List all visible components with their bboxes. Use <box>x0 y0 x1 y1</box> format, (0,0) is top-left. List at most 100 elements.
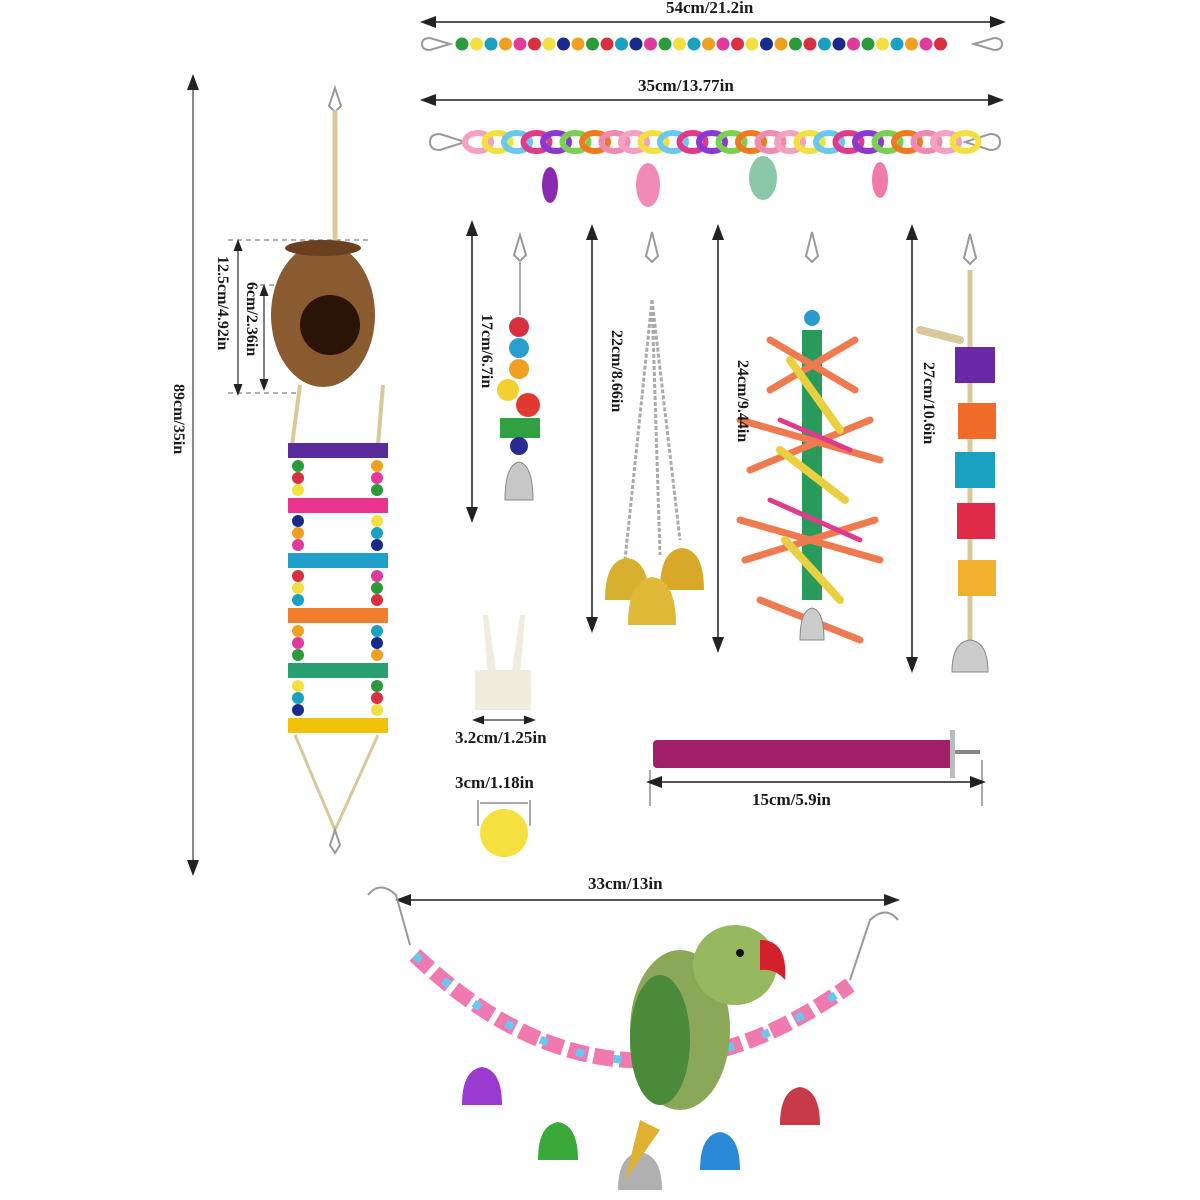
bead <box>861 37 875 51</box>
bead <box>818 37 831 51</box>
bead <box>847 37 860 51</box>
dimension-label-wood-block: 27cm/10.6in <box>920 362 937 445</box>
bell-icon <box>462 1067 502 1105</box>
chain-link <box>637 130 670 154</box>
chain-link <box>832 130 865 154</box>
coconut-hut-ladder <box>187 74 388 876</box>
charm <box>872 162 888 198</box>
dimension-label-hut-ladder: 89cm/35in <box>170 384 187 455</box>
bell-icon <box>504 461 534 501</box>
ladder-bead <box>371 484 383 496</box>
ladder-bead <box>292 594 304 606</box>
chain-link <box>813 130 845 154</box>
chain-with-charms <box>420 94 1004 207</box>
ladder-bead <box>292 680 304 692</box>
ladder-bead <box>292 704 304 716</box>
ladder-rung <box>288 553 388 568</box>
bead <box>470 37 483 51</box>
clip-icon <box>428 132 469 152</box>
ladder-bead <box>292 637 304 649</box>
chain-link <box>754 130 787 154</box>
bead <box>455 37 469 51</box>
bead-swing <box>420 16 1006 52</box>
perch-shape <box>653 740 953 768</box>
dimension-label-hut-opening: 6cm/2.36in <box>243 282 260 357</box>
clip-icon <box>512 231 528 263</box>
chain-link <box>852 130 884 154</box>
ladder-rung <box>288 443 388 458</box>
chain-link <box>481 130 514 154</box>
chain-link <box>891 130 923 154</box>
bead <box>615 37 628 51</box>
cuttlebone-holder <box>472 615 536 725</box>
clip-icon <box>420 36 454 52</box>
ladder-bead <box>371 460 383 472</box>
clip-icon <box>367 886 411 946</box>
clip-icon <box>328 826 342 855</box>
ladder-bead <box>371 704 383 716</box>
clip-icon <box>962 233 978 266</box>
ladder-bead <box>292 472 304 484</box>
dimension-label-bead-bell: 17cm/6.7in <box>478 314 495 389</box>
dimension-label-hut-height: 12.5cm/4.92in <box>214 256 231 351</box>
chain-link <box>540 130 572 154</box>
chain-link <box>559 130 592 154</box>
ladder-bead <box>371 692 383 704</box>
bead <box>571 37 585 51</box>
chain-link <box>598 130 631 154</box>
chain-link <box>696 130 728 154</box>
bead <box>876 37 889 51</box>
chain-link <box>735 130 767 154</box>
bead-row <box>455 37 947 51</box>
sola-ball-shape <box>480 809 528 857</box>
bead <box>890 37 904 51</box>
dimension-label-sola-ball: 3cm/1.18in <box>455 773 534 792</box>
ladder-bead <box>371 594 383 606</box>
chain-link <box>676 130 709 154</box>
ladder-bead <box>371 637 383 649</box>
bead <box>644 37 657 51</box>
ladder-bead <box>292 649 304 661</box>
bell-icon <box>951 639 989 673</box>
ladder-rung <box>288 608 388 623</box>
bead <box>658 37 672 51</box>
clip-icon <box>961 132 1002 152</box>
chain-link <box>657 130 689 154</box>
bell-icon <box>538 1122 578 1160</box>
charm <box>542 167 558 203</box>
clip-icon <box>970 36 1004 52</box>
bead <box>789 37 802 51</box>
ladder-rung <box>288 498 388 513</box>
dimension-label-bell-swing: 33cm/13in <box>588 874 663 893</box>
ladder-bead <box>292 460 304 472</box>
bead <box>528 37 541 51</box>
ladder-bead <box>292 570 304 582</box>
charm <box>636 163 660 207</box>
ladder-bead <box>292 692 304 704</box>
ladder-rung <box>288 718 388 733</box>
chain-link <box>462 130 494 154</box>
chain-link <box>871 130 904 154</box>
chain-link <box>793 130 826 154</box>
bell-icon <box>700 1132 740 1170</box>
wood-block-toy <box>906 224 996 673</box>
bead-bell-toy <box>466 220 540 523</box>
bead <box>832 37 846 51</box>
bead <box>673 37 686 51</box>
bead <box>760 37 773 51</box>
ladder-bead <box>292 484 304 496</box>
ladder-bead <box>371 472 383 484</box>
bead <box>934 37 947 51</box>
bead <box>687 37 701 51</box>
rope-tassel-toy <box>712 224 884 653</box>
bead <box>731 37 744 51</box>
ladder-bead <box>371 570 383 582</box>
chain-bells <box>586 224 704 633</box>
chain-link <box>949 130 982 154</box>
clip-icon <box>644 231 660 264</box>
ladder-bead <box>292 515 304 527</box>
bead <box>484 37 498 51</box>
chain-link <box>774 130 806 154</box>
bell-icon <box>780 1087 820 1125</box>
